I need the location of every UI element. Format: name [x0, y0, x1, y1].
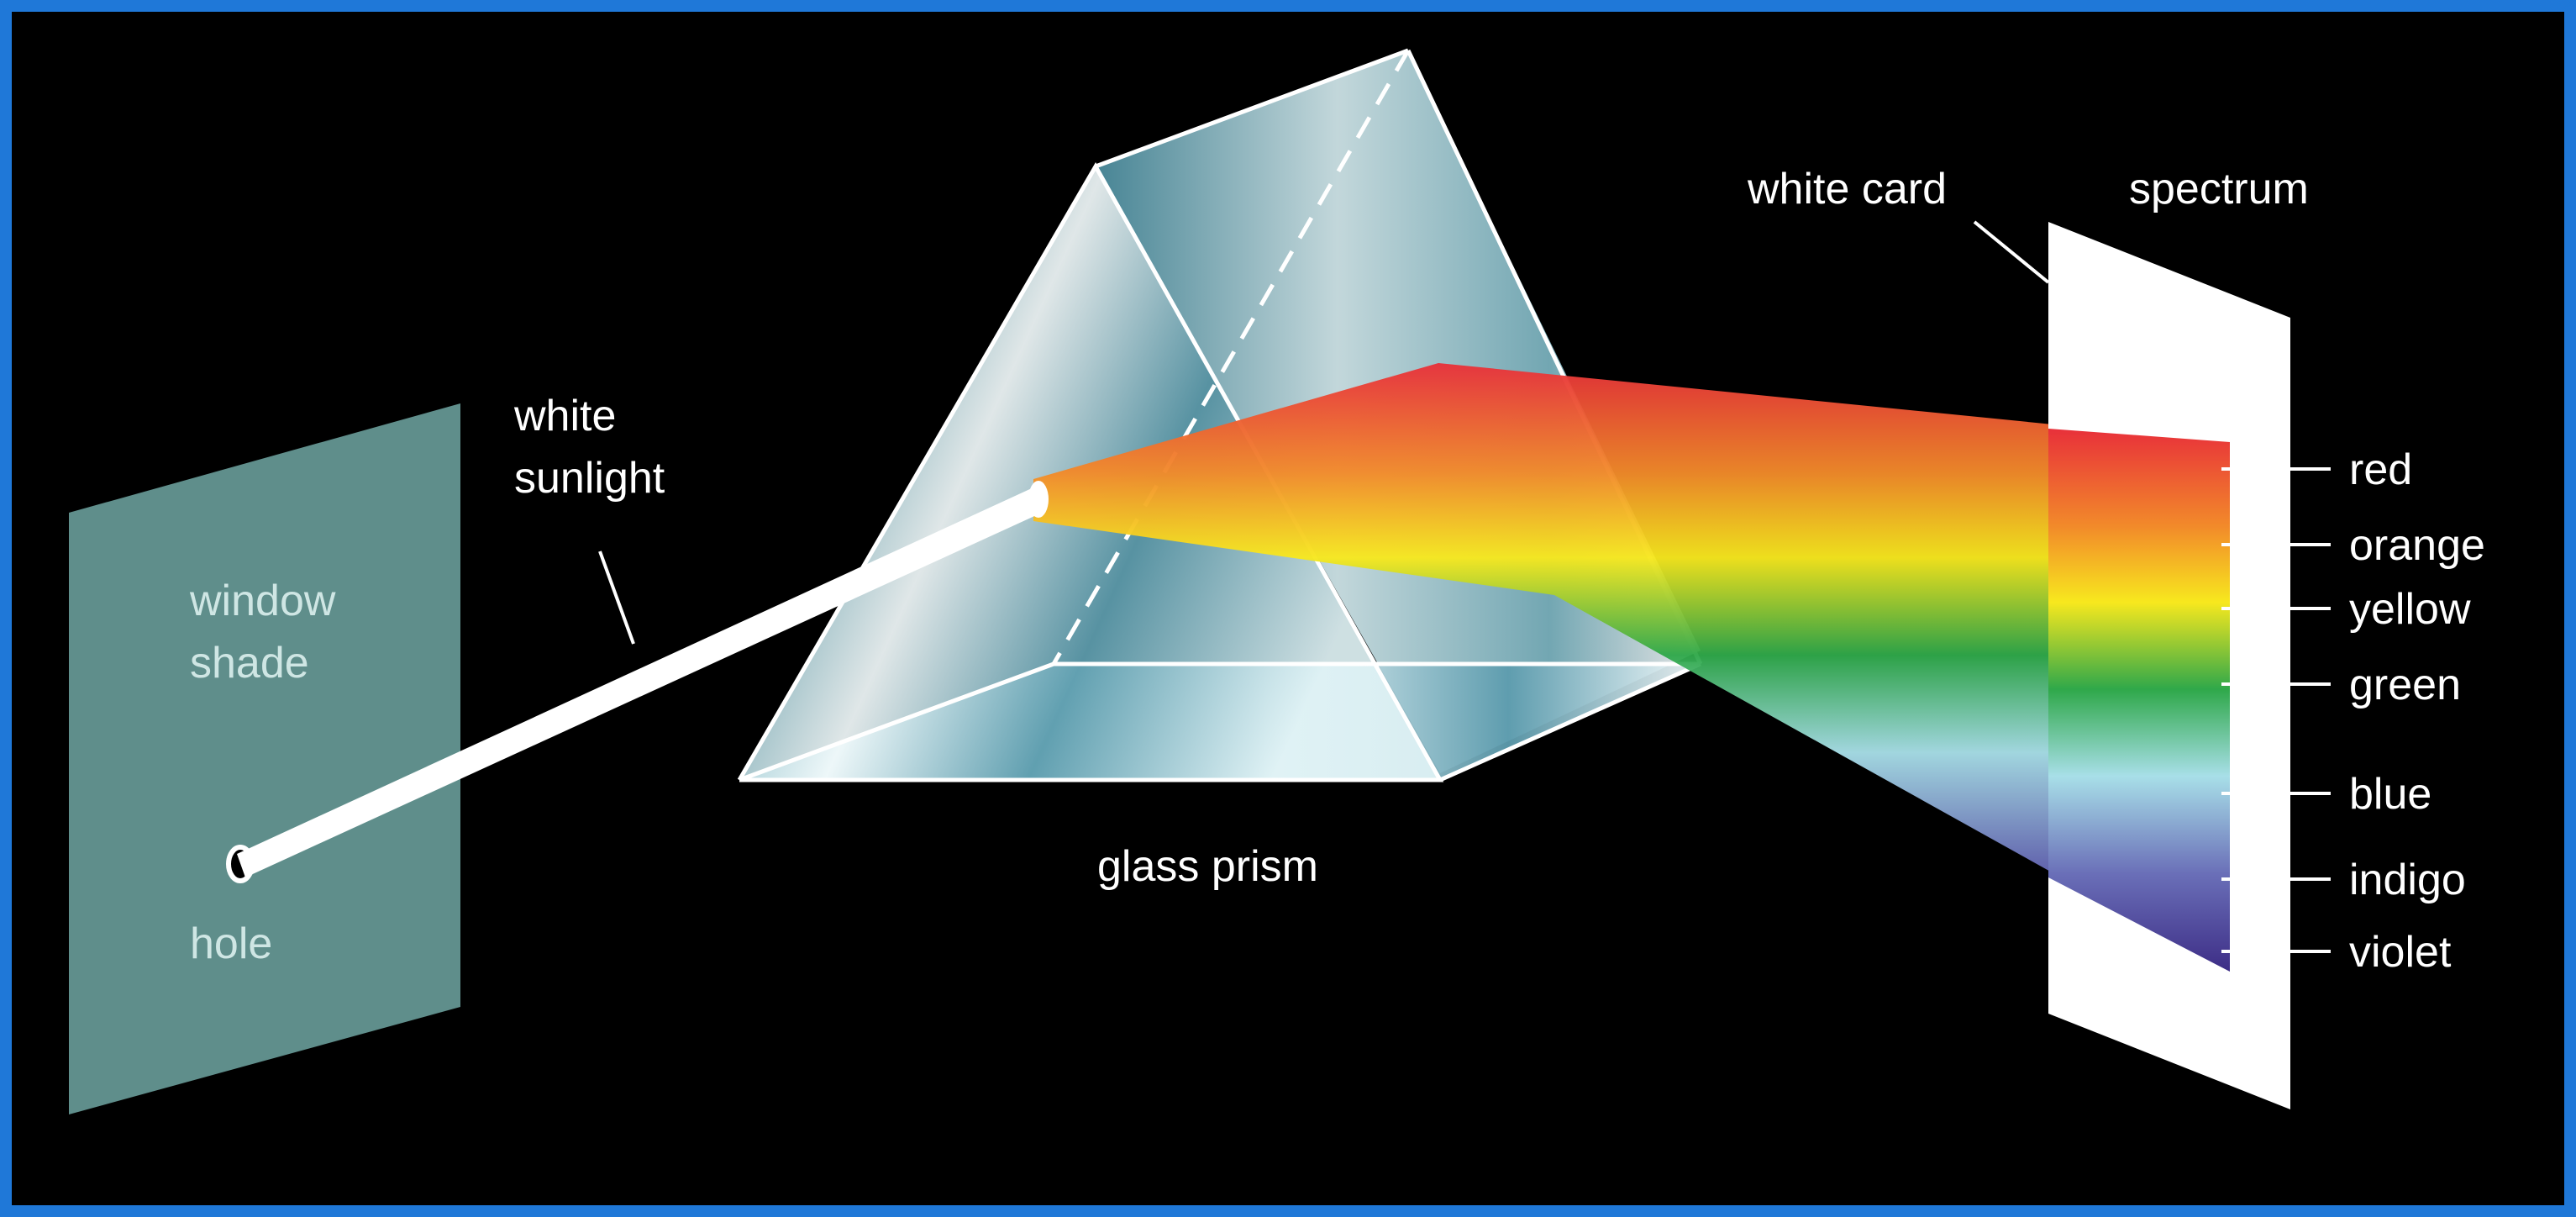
color-label-indigo: indigo [2349, 856, 2466, 904]
beam-entry [1028, 481, 1049, 518]
white-card-label: white card [1747, 165, 1947, 213]
prism-edges [737, 48, 1703, 782]
window-shade-label-line1: window [189, 577, 336, 625]
diagram-canvas: window shade hole white sunlight glass p… [12, 12, 2564, 1205]
window-shade-label-line2: shade [190, 639, 309, 688]
color-label-red: red [2349, 445, 2412, 494]
spectrum-beam [1033, 363, 2230, 972]
color-label-yellow: yellow [2349, 585, 2471, 634]
color-label-orange: orange [2349, 521, 2485, 570]
spectrum-on-card [2048, 429, 2230, 972]
spectrum-label: spectrum [2129, 165, 2309, 213]
hole-label: hole [190, 919, 272, 968]
color-label-blue: blue [2349, 770, 2431, 819]
prism-diagram: window shade hole white sunlight glass p… [69, 48, 2485, 1114]
white-card-pointer [1973, 220, 2050, 284]
color-label-violet: violet [2349, 928, 2452, 977]
sunlight-pointer [598, 551, 635, 645]
color-label-green: green [2349, 661, 2461, 709]
sunlight-label-line2: sunlight [514, 454, 665, 503]
sunlight-label-line1: white [513, 392, 616, 440]
window-shade [69, 403, 460, 1114]
spectrum-ticks [2221, 467, 2331, 953]
glass-prism-label: glass prism [1097, 842, 1318, 891]
white-sunlight-ray [237, 487, 1042, 877]
